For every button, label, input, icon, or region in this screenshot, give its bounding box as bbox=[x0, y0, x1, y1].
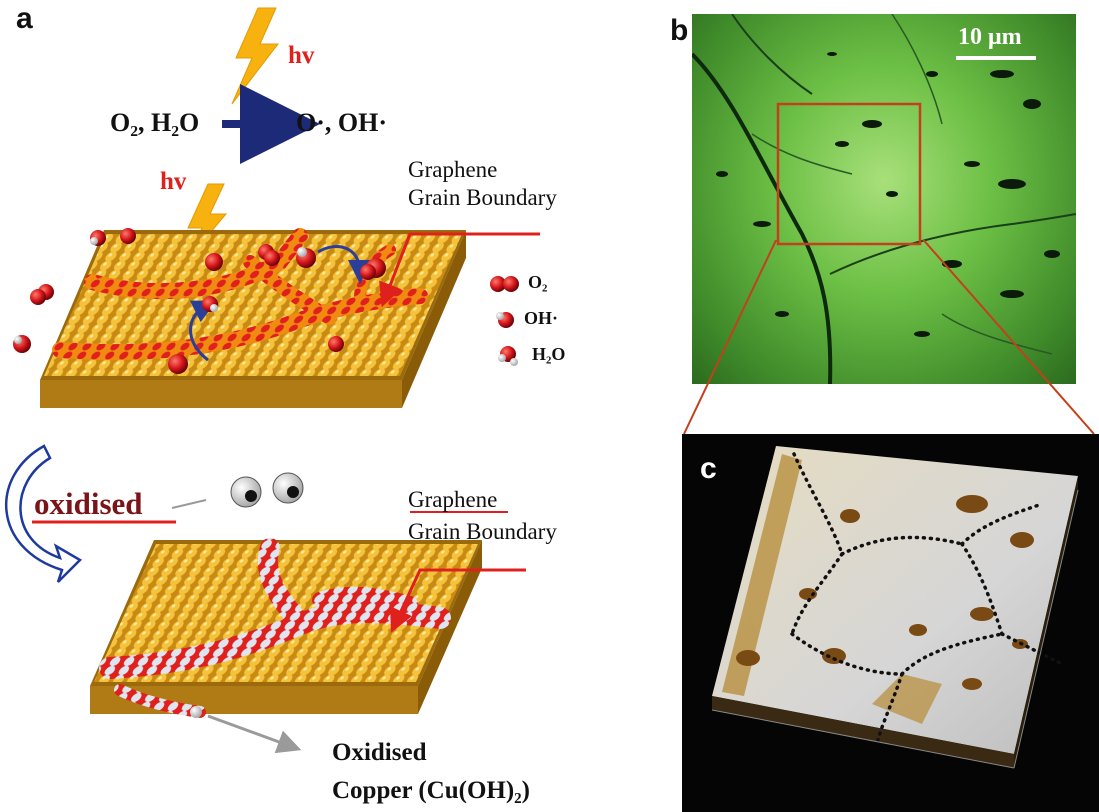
boundary-pointer-1 bbox=[379, 232, 540, 308]
eyes-icon bbox=[230, 472, 304, 508]
panel-b-letter: b bbox=[670, 14, 689, 47]
boundary-label-2-line1: Graphene bbox=[408, 487, 498, 512]
graphene-copper-slab-bottom bbox=[90, 538, 482, 718]
boundary-label-2: Graphene Grain Boundary bbox=[408, 484, 557, 548]
oxidised-copper-label: Oxidised Copper (Cu(OH)₂) bbox=[332, 734, 530, 810]
legend-label-h2o: H₂O bbox=[532, 344, 566, 364]
boundary-label-1: Graphene Grain Boundary bbox=[408, 156, 557, 212]
panel-a-illustration bbox=[4, 7, 540, 754]
grain-boundary-top bbox=[84, 228, 308, 300]
molecules-top bbox=[13, 228, 386, 374]
boundary-label-2-line2: Grain Boundary bbox=[408, 519, 557, 544]
optical-micrograph bbox=[692, 14, 1076, 384]
o2-molecule-icon bbox=[490, 276, 519, 292]
hv-label-top: hv bbox=[288, 42, 315, 69]
boundary-label-1-line1: Graphene bbox=[408, 157, 498, 182]
reaction-reactants: O₂, H₂O bbox=[110, 108, 200, 137]
panel-c-letter: c bbox=[700, 452, 717, 485]
panel-a-letter: a bbox=[16, 2, 33, 35]
oxidised-label: oxidised bbox=[34, 486, 143, 521]
zoom-connector-lines bbox=[683, 240, 1095, 435]
lightning-icon-top bbox=[231, 7, 280, 105]
reaction-products: O·, OH· bbox=[296, 108, 388, 137]
h2o-molecule-icon bbox=[498, 346, 518, 366]
legend-label-o2: O₂ bbox=[528, 272, 548, 292]
boundary-label-1-line2: Grain Boundary bbox=[408, 185, 557, 210]
afm-surface bbox=[711, 446, 1079, 769]
legend-label-oh: OH· bbox=[524, 308, 559, 328]
boundary-pointer-2 bbox=[390, 568, 526, 633]
hv-label-mid: hv bbox=[160, 168, 187, 195]
zoom-region-box bbox=[776, 102, 922, 246]
micrograph-features bbox=[692, 14, 1076, 384]
scale-bar-label: 10 μm bbox=[958, 24, 1022, 50]
graphene-copper-slab-top bbox=[40, 228, 466, 408]
oxidised-copper-pointer bbox=[207, 714, 302, 754]
afm-3d-image bbox=[682, 434, 1099, 812]
oxidised-copper-line1: Oxidised bbox=[332, 739, 427, 766]
oxidised-copper-line2: Copper (Cu(OH)₂) bbox=[332, 777, 530, 804]
oh-radical-icon bbox=[496, 312, 514, 328]
